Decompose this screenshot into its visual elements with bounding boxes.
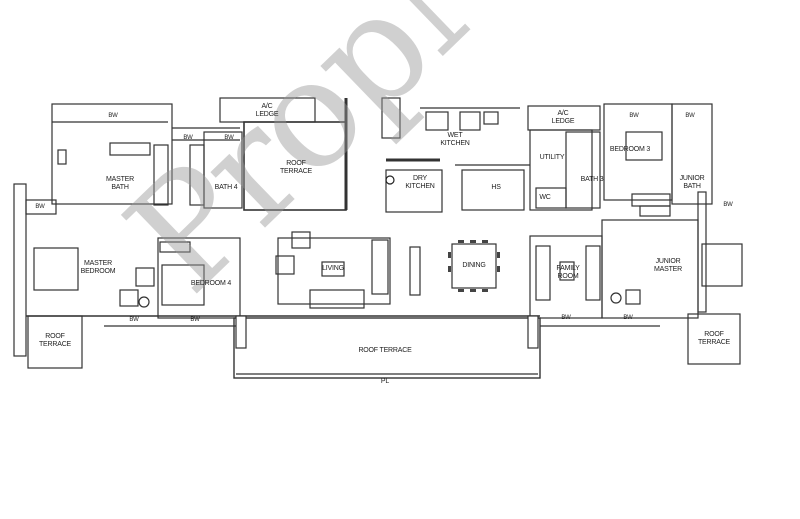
label-junior-bath: JUNIOR BATH: [679, 175, 705, 190]
label-bw: BW: [224, 135, 234, 141]
label-ac-ledge-left: A/C LEDGE: [255, 103, 279, 118]
label-junior-master: JUNIOR MASTER: [654, 258, 682, 273]
label-bedroom3: BEDROOM 3: [609, 146, 651, 153]
label-bw: BW: [623, 315, 633, 321]
label-dining: DINING: [462, 262, 486, 269]
master-bath-outline: [51, 103, 173, 205]
label-hs: HS: [491, 184, 501, 191]
label-master-bath: MASTER BATH: [106, 176, 134, 191]
label-bw: BW: [190, 317, 200, 323]
label-wet-kitchen: WET KITCHEN: [440, 132, 470, 147]
label-family-room: FAMILY ROOM: [556, 265, 580, 280]
label-wc: WC: [539, 194, 551, 201]
label-bw: BW: [129, 317, 139, 323]
label-roof-terrace-right: ROOF TERRACE: [697, 331, 731, 346]
label-bath4: BATH 4: [214, 184, 238, 191]
label-bw: BW: [561, 315, 571, 321]
label-roof-terrace-center: ROOF TERRACE: [358, 347, 412, 354]
label-dry-kitchen: DRY KITCHEN: [405, 175, 435, 190]
label-bw: BW: [35, 204, 45, 210]
label-bw: BW: [108, 113, 118, 119]
label-bw: BW: [183, 135, 193, 141]
label-bw: BW: [629, 113, 639, 119]
label-bw: BW: [723, 202, 733, 208]
label-bedroom4: BEDROOM 4: [190, 280, 232, 287]
label-bath3: BATH 3: [580, 176, 604, 183]
label-pl: PL: [380, 378, 390, 385]
label-living: LIVING: [322, 265, 344, 272]
label-roof-terrace-left: ROOF TERRACE: [38, 333, 72, 348]
label-master-bedroom: MASTER BEDROOM: [80, 260, 116, 275]
label-ac-ledge-right: A/C LEDGE: [551, 110, 575, 125]
label-roof-terrace-top: ROOF TERRACE: [279, 160, 313, 175]
label-bw: BW: [685, 113, 695, 119]
label-utility: UTILITY: [539, 154, 565, 161]
